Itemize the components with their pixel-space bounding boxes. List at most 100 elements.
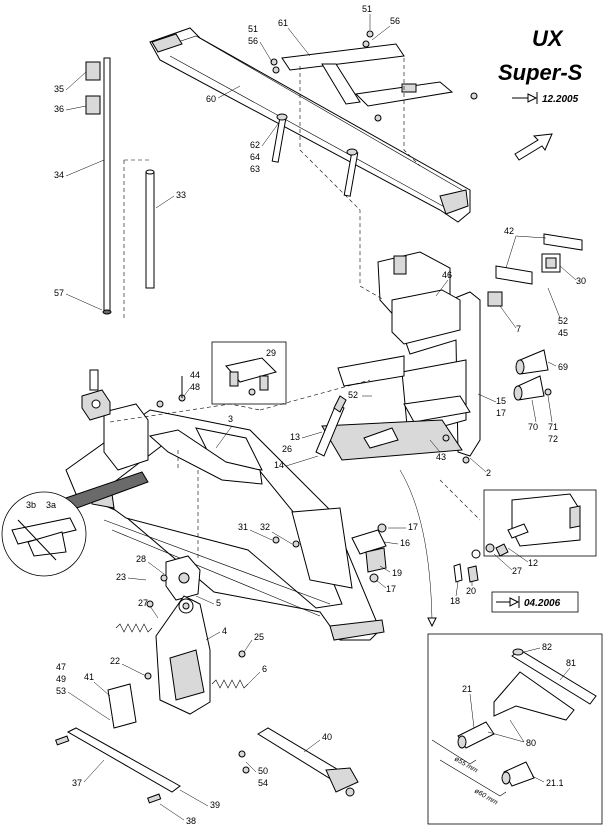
left-bracket-block [81,369,111,421]
model-name-line2: Super-S [498,60,583,85]
callout-14: 14 [274,460,284,470]
callout-5: 5 [216,598,221,608]
callout-62: 62 [250,140,260,150]
top-frame-beam [149,27,471,223]
callout-16: 16 [400,538,410,548]
callout-32: 32 [260,522,270,532]
callout-19: 19 [392,568,402,578]
callout-12: 12 [528,558,538,568]
callout-45: 45 [558,328,568,338]
callout-22: 22 [110,656,120,666]
callout-51-mid: 51 [248,24,258,34]
callout-40: 40 [322,732,332,742]
detail-label-3b: 3b [26,500,36,510]
callout-36: 36 [54,104,64,114]
callout-21-1: 21.1 [546,778,564,788]
callout-48: 48 [190,382,200,392]
callout-56-top: 56 [390,16,400,26]
callout-29: 29 [266,348,276,358]
detail-box-12 [483,489,597,557]
fasteners-lower [144,536,300,774]
callout-25: 25 [254,632,264,642]
callouts: 51 56 61 51 56 60 62 64 63 35 36 34 33 5… [54,4,586,826]
callout-53: 53 [56,686,66,696]
guide-lines [109,58,481,628]
bolt-62-64-63 [271,113,288,163]
callout-23: 23 [116,572,126,582]
callout-2: 2 [486,468,491,478]
bracket-5 [165,555,201,601]
pins-chassis [156,376,186,408]
callout-7: 7 [516,324,521,334]
plate-41 [107,683,137,729]
callout-38: 38 [186,816,196,826]
callout-80: 80 [526,738,536,748]
central-mount-bracket [337,251,481,457]
detail-box-lower-right: ø55 mm ø60 mm [427,633,603,825]
roller-pin-parts [363,427,470,464]
callout-39: 39 [210,800,220,810]
callout-49: 49 [56,674,66,684]
callout-15: 15 [496,396,506,406]
direction-arrow-icon [514,133,553,161]
callout-31: 31 [238,522,248,532]
title-block: UX Super-S 12.2005 [498,26,583,161]
small-fasteners-top [270,30,478,122]
callout-52-mid: 52 [348,390,358,400]
parts-18-20 [453,563,479,583]
detail-label-3a: 3a [46,500,56,510]
crossbar-detail-3 [59,429,263,513]
callout-21: 21 [462,684,472,694]
rod-34 [85,57,112,315]
callout-17-right: 17 [496,408,506,418]
callout-44: 44 [190,370,200,380]
spring-left [115,623,153,633]
callout-63: 63 [250,164,260,174]
date-marker-detail: 04.2006 [491,591,579,613]
callout-6: 6 [262,664,267,674]
block-7 [487,291,503,307]
callout-57: 57 [54,288,64,298]
callout-56-mid: 56 [248,36,258,46]
callout-60: 60 [206,94,216,104]
callout-72: 72 [548,434,558,444]
date-detail-text: 04.2006 [524,598,561,609]
callout-64: 64 [250,152,260,162]
callout-27-left: 27 [138,598,148,608]
cylinder-40 [257,727,359,797]
detail-circle-3: 3b 3a [1,491,87,577]
callout-33: 33 [176,190,186,200]
callout-30: 30 [576,276,586,286]
callout-81: 81 [566,658,576,668]
callout-35: 35 [54,84,64,94]
spring-6 [211,679,249,689]
top-crossmember [281,43,454,107]
date-main-text: 12.2005 [542,94,579,105]
callout-71: 71 [548,422,558,432]
cone-69 [515,349,549,375]
callout-17-mid: 17 [408,522,418,532]
callout-28: 28 [136,554,146,564]
bracket-4 [155,595,211,715]
callout-51-top: 51 [362,4,372,14]
callout-20: 20 [466,586,476,596]
callout-3: 3 [228,414,233,424]
callout-13: 13 [290,432,300,442]
main-chassis-frame [65,403,385,641]
callout-69: 69 [558,362,568,372]
callout-82: 82 [542,642,552,652]
callout-18: 18 [450,596,460,606]
cone-70 [513,375,552,401]
callout-61: 61 [278,18,288,28]
rod-33 [145,169,155,289]
date-marker-main: 12.2005 [512,92,579,105]
callout-34: 34 [54,170,64,180]
callout-4: 4 [222,626,227,636]
part-16-assembly [351,523,387,583]
callout-46: 46 [442,270,452,280]
cylinder-13 [315,395,347,457]
callout-43: 43 [436,452,446,462]
callout-42: 42 [504,226,514,236]
callout-17-low: 17 [386,584,396,594]
